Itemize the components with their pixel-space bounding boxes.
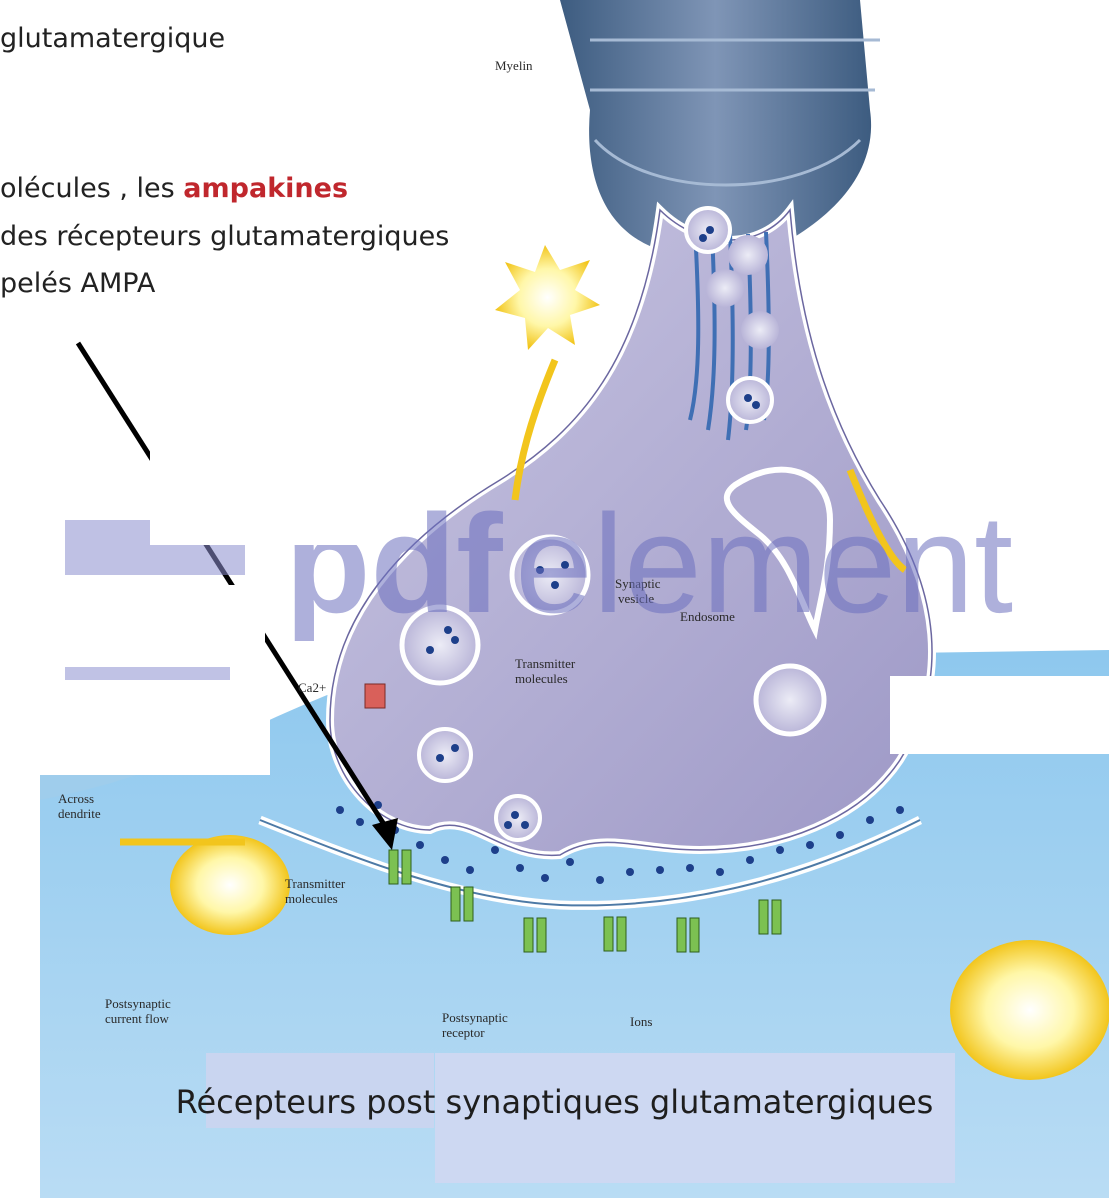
transmitter-dot xyxy=(516,864,524,872)
mask-box-left-1 xyxy=(150,410,375,545)
ampakines-highlight: ampakines xyxy=(183,173,348,204)
transmitter-dot xyxy=(706,226,714,234)
transmitter-dot xyxy=(451,744,459,752)
slide-text-line1: olécules , les ampakines xyxy=(0,175,348,202)
transmitter-dot xyxy=(416,841,424,849)
flash-icon-right xyxy=(950,940,1109,1080)
slide-text-line3: pelés AMPA xyxy=(0,270,155,297)
transmitter-dot xyxy=(776,846,784,854)
slide-text-line2: des récepteurs glutamatergiques xyxy=(0,223,449,250)
mask-box-left-3 xyxy=(60,585,265,667)
transmitter-dot xyxy=(504,821,512,829)
label-postsynaptic-current-2: current flow xyxy=(105,1011,170,1026)
transmitter-dot xyxy=(836,831,844,839)
transmitter-dot xyxy=(752,401,760,409)
watermark-light: element xyxy=(515,485,1013,642)
label-myelin: Myelin xyxy=(495,58,533,73)
transmitter-dot xyxy=(596,876,604,884)
transmitter-dot xyxy=(436,754,444,762)
transmitter-dot xyxy=(441,856,449,864)
slide-title-fragment: glutamatergique xyxy=(0,25,225,52)
transmitter-dot xyxy=(686,864,694,872)
label-calcium: Ca2+ xyxy=(298,680,326,695)
label-postsynaptic-current: Postsynaptic xyxy=(105,996,171,1011)
mask-box-left-2 xyxy=(170,300,370,365)
transmitter-dot xyxy=(336,806,344,814)
transmitter-dot xyxy=(716,868,724,876)
transmitter-dot xyxy=(521,821,529,829)
mask-box-left-4 xyxy=(40,680,270,775)
label-postsynaptic-receptor: Postsynaptic xyxy=(442,1010,508,1025)
flash-icon-top xyxy=(495,245,600,350)
transmitter-dot xyxy=(511,811,519,819)
label-across-dendrite: Across xyxy=(58,791,94,806)
mask-box-right xyxy=(890,676,1109,754)
transmitter-dot xyxy=(699,234,707,242)
label-ions: Ions xyxy=(630,1014,652,1029)
slide-text-line1-prefix: olécules , les xyxy=(0,173,175,204)
transmitter-dot xyxy=(426,646,434,654)
label-across-dendrite-2: dendrite xyxy=(58,806,101,821)
transmitter-dot xyxy=(744,394,752,402)
bottom-caption: Récepteurs post synaptiques glutamatergi… xyxy=(0,1083,1109,1121)
transmitter-dot xyxy=(626,868,634,876)
transmitter-dot xyxy=(566,858,574,866)
transmitter-dot xyxy=(866,816,874,824)
label-postsynaptic-receptor-2: receptor xyxy=(442,1025,485,1040)
transmitter-dot xyxy=(656,866,664,874)
label-transmitter-molecules-2: molecules xyxy=(515,671,568,686)
label-transmitter-molecules: Transmitter xyxy=(515,656,576,671)
transmitter-dot xyxy=(806,841,814,849)
transmitter-dot xyxy=(491,846,499,854)
transmitter-dot xyxy=(466,866,474,874)
label-transmitter-molecules-lower: Transmitter xyxy=(285,876,346,891)
transmitter-dot xyxy=(541,874,549,882)
flash-icon-left xyxy=(170,835,290,935)
calcium-channel-icon xyxy=(365,684,385,708)
transmitter-dot xyxy=(896,806,904,814)
transmitter-dot xyxy=(356,818,364,826)
transmitter-dot xyxy=(746,856,754,864)
label-transmitter-molecules-lower-2: molecules xyxy=(285,891,338,906)
mask-box-top-right xyxy=(870,215,1080,325)
